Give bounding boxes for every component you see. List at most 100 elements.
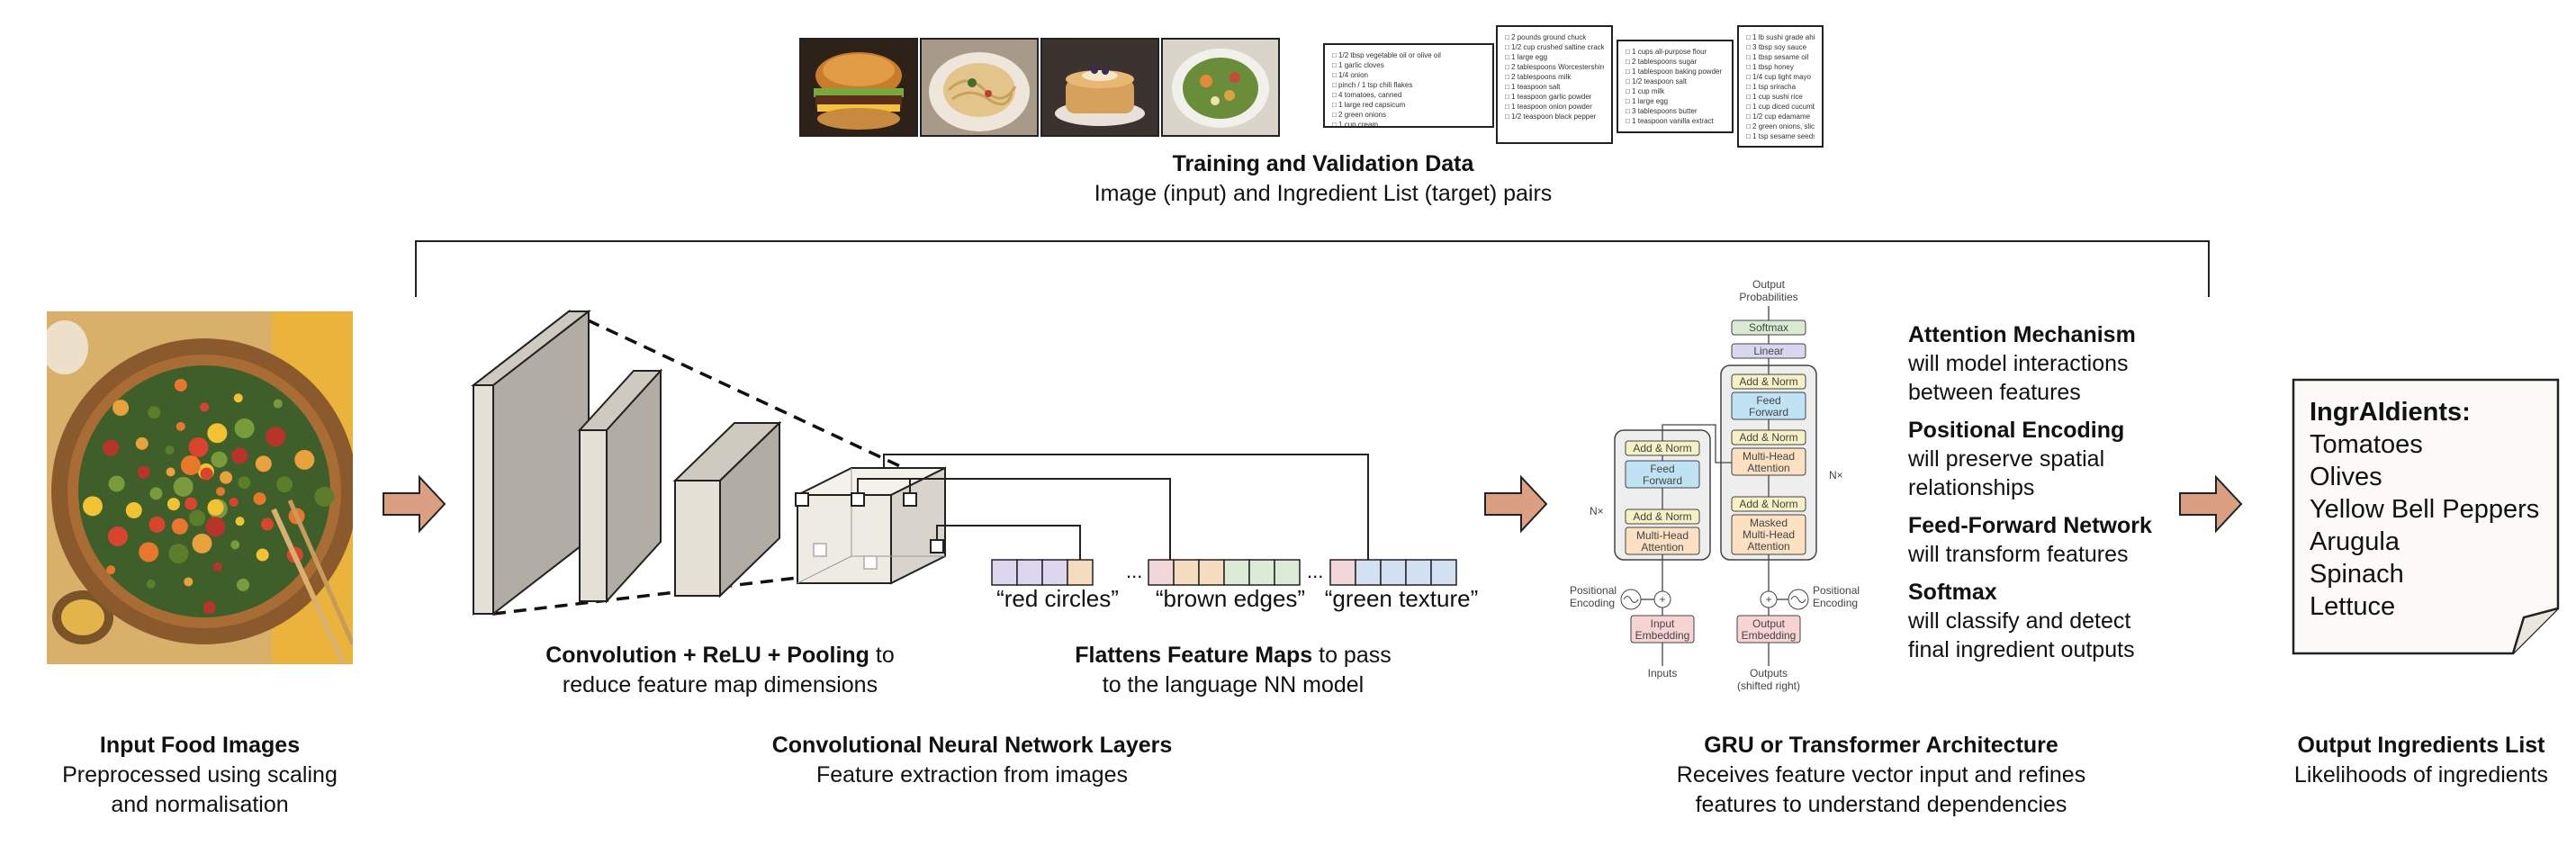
salad-garnish xyxy=(229,497,239,507)
cnn-title: Convolutional Neural Network Layers xyxy=(771,733,1173,758)
salad-garnish xyxy=(216,487,225,496)
output-caption: Output Ingredients List Likelihoods of i… xyxy=(2268,731,2574,790)
recipe-line: □ 2 green onions, sliced xyxy=(1746,122,1815,130)
svg-text:Output: Output xyxy=(1752,278,1786,291)
salad-garnish xyxy=(106,565,116,575)
svg-text:Positional: Positional xyxy=(1813,584,1860,597)
svg-text:Encoding: Encoding xyxy=(1813,597,1858,609)
recipe-line: □ 1 cup sushi rice xyxy=(1746,93,1803,101)
recipe-line: □ 1 tsp sesame seeds xyxy=(1746,132,1815,140)
salad-garnish xyxy=(200,467,213,481)
feature-positional-desc-1: will preserve spatial xyxy=(1908,446,2105,472)
output-subtitle: Likelihoods of ingredients xyxy=(2293,762,2549,788)
svg-text:Multi-Head: Multi-Head xyxy=(1743,450,1795,463)
cnn-layer-2 xyxy=(577,368,663,604)
recipe-line: □ 1/4 onion xyxy=(1332,71,1368,79)
svg-text:Forward: Forward xyxy=(1643,474,1682,487)
recipe-line: □ 1 garlic cloves xyxy=(1332,61,1384,69)
recipe-line: □ 1 tsp sriracha xyxy=(1746,83,1797,91)
ingredient-item: Arugula xyxy=(2310,527,2400,556)
recipe-line: □ 1 lb sushi grade ahi tuna xyxy=(1746,33,1815,41)
salad-garnish xyxy=(294,449,315,470)
flow-arrow-1 xyxy=(383,474,446,534)
salad-garnish xyxy=(149,487,163,500)
salad-garnish xyxy=(188,436,209,457)
salad-garnish xyxy=(211,451,228,468)
salad-garnish xyxy=(139,542,159,562)
salad-garnish xyxy=(135,436,149,450)
feature-attention: Attention Mechanism will model interacti… xyxy=(1908,320,2178,407)
svg-text:Embedding: Embedding xyxy=(1635,629,1690,642)
cnn-feature-cube xyxy=(795,454,1369,585)
salad-garnish xyxy=(220,471,233,484)
cnn-caption: Convolutional Neural Network Layers Feat… xyxy=(702,731,1242,790)
output-card-shape xyxy=(2292,378,2560,655)
transformer-title: GRU or Transformer Architecture xyxy=(1704,733,2058,758)
ingredient-item: Yellow Bell Peppers xyxy=(2310,495,2540,524)
cnn-layer-3 xyxy=(672,420,782,598)
svg-text:Add & Norm: Add & Norm xyxy=(1739,498,1797,510)
recipe-line: □ pinch / 1 tsp chili flakes xyxy=(1332,81,1413,89)
salad-garnish xyxy=(266,427,286,447)
salad-garnish xyxy=(148,406,161,419)
transformer-subtitle-2: features to understand dependencies xyxy=(1695,792,2067,817)
training-photo-pasta xyxy=(920,38,1039,137)
conv-caption-rest: to xyxy=(869,643,895,668)
salad-garnish xyxy=(207,499,224,516)
feature-label-brown-edges: “brown edges” xyxy=(1155,585,1306,612)
svg-text:+: + xyxy=(1659,593,1665,606)
conv-caption-line2: reduce feature map dimensions xyxy=(562,672,878,698)
recipe-line: □ 1 teaspoon garlic powder xyxy=(1505,93,1592,101)
svg-text:Positional: Positional xyxy=(1570,584,1617,597)
training-title: Training and Validation Data xyxy=(1172,151,1474,176)
feature-vector-cell xyxy=(1067,559,1094,586)
ingredient-item: Lettuce xyxy=(2310,592,2396,621)
recipe-line: □ 1 tablespoon baking powder xyxy=(1626,68,1723,76)
recipe-line: □ 1 tbsp honey xyxy=(1746,63,1794,71)
feature-attention-title: Attention Mechanism xyxy=(1908,322,2136,347)
training-subtitle: Image (input) and Ingredient List (targe… xyxy=(1094,181,1553,206)
feature-vector-cell xyxy=(1405,559,1432,586)
salad-garnish xyxy=(137,465,150,479)
feature-vector-cell xyxy=(1198,559,1225,586)
output-title: Output Ingredients List xyxy=(2297,733,2545,758)
conv-caption: Convolution + ReLU + Pooling to reduce f… xyxy=(531,641,909,700)
feature-ellipsis-2: ... xyxy=(1307,560,1324,582)
salad-garnish xyxy=(174,378,187,392)
feature-vector-cell xyxy=(1173,559,1200,586)
ingredient-item: Olives xyxy=(2310,463,2382,491)
feature-softmax-desc-2: final ingredient outputs xyxy=(1908,637,2135,662)
recipe-card-1: □ 1/2 tbsp vegetable oil or olive oil□ 1… xyxy=(1323,43,1494,128)
salad-garnish xyxy=(171,518,188,535)
transformer-features: Attention Mechanism will model interacti… xyxy=(1908,320,2178,664)
cnn-subtitle: Feature extraction from images xyxy=(816,762,1128,788)
recipe-line: □ 1/4 cup light mayo xyxy=(1746,73,1811,81)
input-subtitle-2: and normalisation xyxy=(111,792,289,817)
recipe-line: □ 1 teaspoon salt xyxy=(1505,83,1561,91)
salad-garnish xyxy=(200,402,209,412)
salad-garnish xyxy=(237,578,250,591)
svg-text:Attention: Attention xyxy=(1747,462,1789,474)
salad-garnish xyxy=(173,476,194,497)
feature-positional-title: Positional Encoding xyxy=(1908,418,2125,443)
input-subtitle-1: Preprocessed using scaling xyxy=(62,762,338,788)
salad-garnish xyxy=(107,526,128,547)
recipe-line: □ 1/2 teaspoon black pepper xyxy=(1505,112,1597,121)
recipe-line: □ 1 large red capsicum xyxy=(1332,101,1406,109)
recipe-line: □ 1 large egg xyxy=(1505,53,1548,61)
salad-garnish xyxy=(189,509,206,526)
svg-text:Add & Norm: Add & Norm xyxy=(1633,442,1691,454)
transformer-caption: GRU or Transformer Architecture Receives… xyxy=(1620,731,2142,820)
recipe-line: □ 2 tablespoons Worcestershire sauce xyxy=(1505,63,1604,71)
recipe-card-4: □ 1 lb sushi grade ahi tuna□ 3 tbsp soy … xyxy=(1737,25,1824,148)
training-photo-salad xyxy=(1161,38,1280,137)
salad-garnish xyxy=(168,544,189,564)
input-food-image xyxy=(47,311,353,664)
feature-vector-cell xyxy=(1329,559,1356,586)
salad-garnish xyxy=(167,498,180,511)
salad-garnish xyxy=(108,475,125,492)
salad-garnish xyxy=(185,497,198,510)
